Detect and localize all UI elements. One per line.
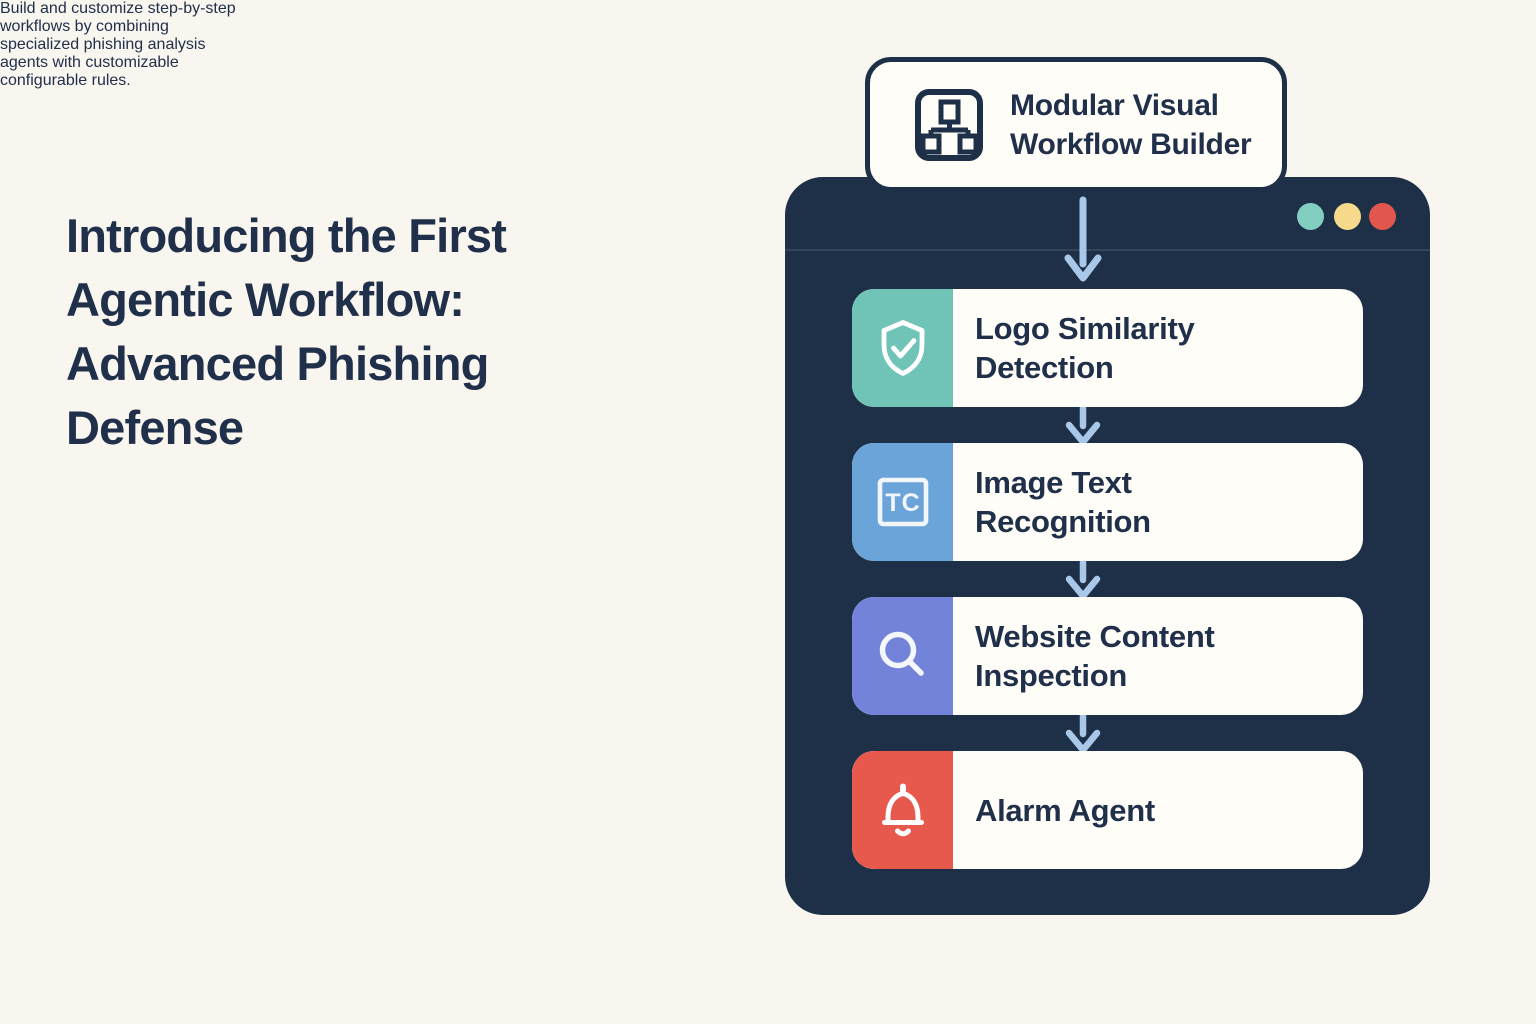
step-label: Logo Similarity Detection <box>975 311 1195 385</box>
step-card-image-text-recognition[interactable]: TC Image Text Recognition <box>852 443 1363 561</box>
traffic-light-teal-dot[interactable] <box>1297 203 1324 230</box>
page-description-line: specialized phishing analysis <box>0 36 206 53</box>
page-title: Introducing the First Agentic Workflow: … <box>66 204 507 460</box>
step-card-website-content-inspection[interactable]: Website Content Inspection <box>852 597 1363 715</box>
workflow-builder-card[interactable]: Modular Visual Workflow Builder <box>865 57 1287 192</box>
page-title-line: Advanced Phishing <box>66 337 489 390</box>
builder-card-label: Modular Visual Workflow Builder <box>1010 88 1252 161</box>
page-description-line: agents with customizable <box>0 54 179 71</box>
traffic-light-yellow-dot[interactable] <box>1334 203 1361 230</box>
titlebar-divider <box>785 249 1430 251</box>
svg-text:TC: TC <box>885 489 920 517</box>
page-title-line: Introducing the First <box>66 209 507 262</box>
traffic-light-red-dot[interactable] <box>1369 203 1396 230</box>
step-card-alarm-agent[interactable]: Alarm Agent <box>852 751 1363 869</box>
tc-badge-icon: TC <box>852 443 953 561</box>
page-description-line: configurable rules. <box>0 72 131 89</box>
page-description-line: Build and customize step-by-step <box>0 0 236 17</box>
magnifier-icon <box>852 597 953 715</box>
bell-icon <box>852 751 953 869</box>
step-card-logo-similarity-detection[interactable]: Logo Similarity Detection <box>852 289 1363 407</box>
page-title-line: Agentic Workflow: <box>66 273 465 326</box>
page-title-line: Defense <box>66 401 244 454</box>
page-description-line: workflows by combining <box>0 18 169 35</box>
step-label: Website Content Inspection <box>975 619 1215 693</box>
step-label: Image Text Recognition <box>975 465 1151 539</box>
workflow-hierarchy-icon <box>914 88 984 162</box>
shield-check-icon <box>852 289 953 407</box>
step-label: Alarm Agent <box>975 792 1155 828</box>
